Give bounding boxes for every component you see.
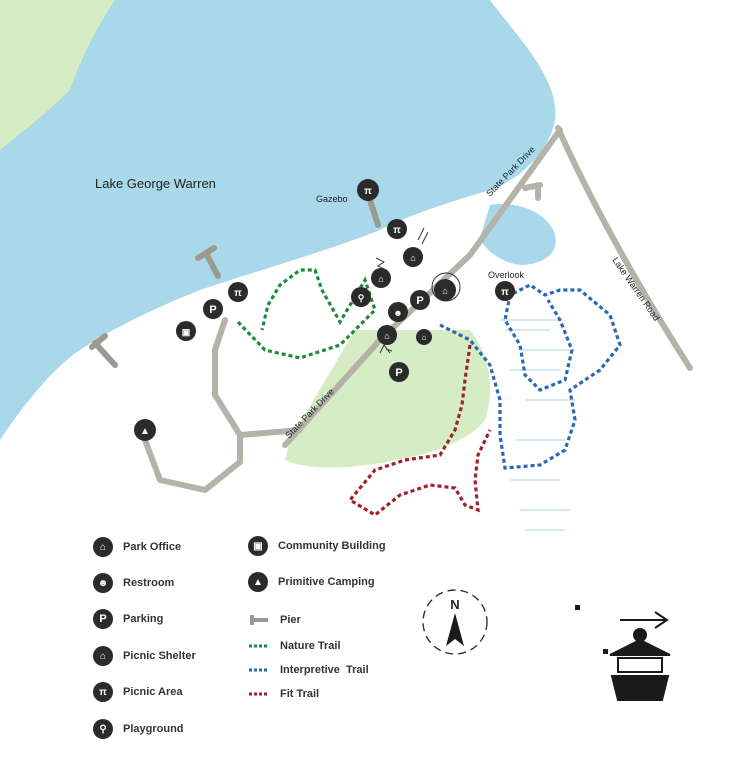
gazebo-picnic-icon (357, 179, 379, 201)
svg-text:▲: ▲ (140, 426, 150, 437)
svg-text:⌂: ⌂ (384, 331, 389, 341)
svg-text:π: π (234, 288, 242, 299)
bay-water (480, 204, 556, 265)
legend-label: Parking (123, 613, 164, 625)
nature-trail (236, 268, 377, 360)
svg-text:P: P (395, 367, 402, 379)
picnic-area-icon (228, 282, 248, 302)
community-building-icon (176, 321, 196, 341)
parking-spur (522, 182, 543, 201)
legend-label: Picnic Area (123, 686, 183, 698)
legend-label: Playground (123, 723, 184, 735)
primitive-camping-icon: ▲ (248, 572, 268, 592)
legend-label: Picnic Shelter (123, 650, 196, 662)
picnic-shelter-icon (434, 279, 456, 301)
legend-park-office: ⌂ Park Office (93, 537, 181, 557)
legend-fit-trail: Fit Trail (248, 684, 319, 704)
legend-label: Community Building (278, 540, 386, 552)
lake-warren-road-label: Lake Warren Road (610, 255, 661, 322)
legend-label: Fit Trail (280, 688, 320, 700)
nature-trail-line-icon (248, 636, 270, 656)
legend-label: Pier (280, 614, 301, 626)
park-office-icon (416, 329, 432, 345)
picnic-area-icon (403, 247, 423, 267)
svg-text:P: P (416, 295, 423, 307)
map-icon-glyphs: P P P ▲ π π π π ⌂ ⌂ ⌂ ⌂ ▣ ⚲ ☻ ⌂ (140, 186, 509, 437)
primitive-camping-icon (134, 419, 156, 441)
legend-picnic-shelter: ⌂ Picnic Shelter (93, 646, 196, 666)
legend-label: Restroom (123, 577, 175, 589)
legend-community-building: ▣ Community Building (248, 536, 386, 556)
svg-text:☻: ☻ (393, 308, 402, 318)
parking-icon (389, 362, 409, 382)
svg-text:⌂: ⌂ (378, 274, 383, 284)
north-arrow-icon (446, 613, 464, 646)
legend-label: Interpretive Trail (280, 664, 369, 676)
svg-text:⌂: ⌂ (422, 333, 427, 342)
legend-primitive-camping: ▲ Primitive Camping (248, 572, 375, 592)
park-office-icon: ⌂ (93, 537, 113, 557)
fire-tower-illustration (575, 605, 671, 701)
compass-north-label: N (450, 597, 459, 612)
svg-text:▣: ▣ (182, 327, 191, 337)
shore-grass (0, 0, 115, 150)
interpretive-trail-line-icon (248, 660, 270, 680)
fit-trail-line-icon (248, 684, 270, 704)
community-building-icon: ▣ (248, 536, 268, 556)
fit-trail (347, 344, 492, 517)
wetland-marks (500, 319, 575, 531)
parking-icon: P (93, 609, 113, 629)
compass-rose: N (422, 589, 488, 655)
picnic-shelter-icon: ⌂ (93, 646, 113, 666)
legend-label: Nature Trail (280, 640, 341, 652)
playground-icon: ⚲ (93, 719, 113, 739)
playground-icon (351, 287, 371, 307)
legend-picnic-area: π Picnic Area (93, 682, 183, 702)
map-icons (134, 179, 515, 441)
legend-label: Park Office (123, 541, 182, 553)
legend-parking: P Parking (93, 609, 163, 629)
lake-name-label: Lake George Warren (95, 176, 216, 191)
lawn-grass (285, 330, 490, 468)
svg-text:⚲: ⚲ (358, 293, 365, 303)
pier-west-cap (89, 333, 108, 350)
legend-playground: ⚲ Playground (93, 719, 184, 739)
parking-icon (410, 290, 430, 310)
picnic-shelter-icon (377, 325, 397, 345)
pen-annotations (375, 227, 461, 354)
legend-nature-trail: Nature Trail (248, 636, 341, 656)
picnic-shelter-icon (371, 268, 391, 288)
legend-label: Primitive Camping (278, 576, 375, 588)
pier-middle (203, 250, 221, 279)
svg-text:π: π (364, 186, 372, 197)
overlook-picnic-icon (495, 281, 515, 301)
overlook-label: Overlook (488, 270, 525, 280)
piers (89, 197, 381, 368)
lake-warren-road (555, 125, 693, 371)
camp-loop-road (142, 317, 243, 493)
lake-water (0, 0, 556, 440)
pier-west (92, 340, 118, 368)
svg-text:π: π (393, 225, 401, 236)
camp-connector (237, 427, 303, 438)
pier-middle-cap (195, 245, 217, 261)
parking-icon (203, 299, 223, 319)
legend-pier: Pier (248, 610, 301, 630)
interpretive-trail (439, 283, 622, 470)
restroom-icon (388, 302, 408, 322)
svg-text:⌂: ⌂ (442, 286, 447, 296)
restroom-icon: ☻ (93, 573, 113, 593)
picnic-area-icon: π (93, 682, 113, 702)
picnic-area-icon (387, 219, 407, 239)
svg-text:π: π (501, 287, 509, 298)
pier-icon (248, 610, 270, 630)
svg-text:P: P (209, 304, 216, 316)
svg-text:⌂: ⌂ (410, 253, 415, 263)
legend-interpretive-trail: Interpretive Trail (248, 660, 369, 680)
gazebo-label: Gazebo (316, 194, 348, 204)
legend-restroom: ☻ Restroom (93, 573, 174, 593)
pier-gazebo (367, 197, 381, 228)
